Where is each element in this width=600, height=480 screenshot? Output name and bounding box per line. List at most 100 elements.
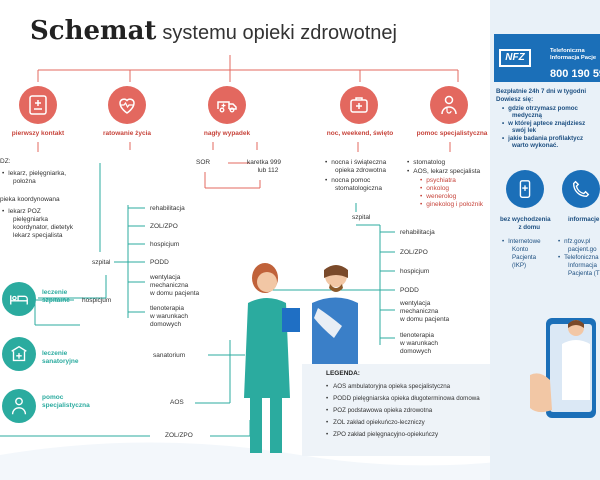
treatment-line: sanatoryjne (42, 358, 79, 365)
vent-line: w domu pacjenta (150, 290, 200, 297)
specialist-icon (2, 389, 36, 423)
treatment-label-sanatorium: leczenie sanatoryjne (42, 350, 79, 366)
info-item: Pacjenta (T (568, 270, 600, 277)
specialist-sub: psychiatra (420, 177, 456, 185)
hospital-left-item: rehabilitacja (150, 205, 185, 212)
nfz-service-line: Informacja Pacje (550, 55, 597, 61)
phone-medical-icon (506, 170, 544, 208)
oxygen-line: w warunkach (150, 313, 188, 320)
home-item: Pacjenta (512, 254, 537, 261)
channel-label-home: bez wychodzenia z domu (500, 216, 551, 231)
flow-aos: AOS (170, 399, 184, 406)
category-label-rescue: ratowanie życia (102, 130, 152, 137)
nights-item: nocna i świąteczna (325, 159, 386, 167)
coord-item: pielęgniarka (13, 216, 49, 223)
vent-line: w domu pacjenta (400, 316, 450, 323)
treatment-line: szpitalne (42, 297, 70, 304)
nfz-bullet: gdzie otrzymasz pomoc (502, 105, 578, 113)
vent-line: mechaniczna (400, 308, 439, 315)
oxygen-line: domowych (150, 321, 182, 328)
hospital-right-item: rehabilitacja (400, 229, 435, 236)
legend-item: AOS ambulatoryjna opieka specjalistyczna (326, 383, 450, 390)
hospital-right-oxygen: tlenoterapia w warunkach domowych (400, 332, 438, 356)
flow-zol: ZOL/ZPO (165, 432, 193, 439)
legend-item: PODD pielęgniarska opieka długoterminowa… (326, 395, 480, 402)
specialist-item: AOS, lekarz specjalista (407, 168, 480, 176)
phone-call-icon (562, 170, 600, 208)
hospital-left-label: szpital (92, 259, 111, 266)
nfz-service: Telefoniczna Informacja Pacje (550, 48, 596, 62)
nfz-logo: NFZ (499, 49, 531, 67)
hospital-left-item: hospicjum (150, 241, 180, 248)
medical-card-icon (19, 86, 57, 124)
nfz-service-line: Telefoniczna (550, 48, 585, 54)
specialist-sub: wenerolog (420, 193, 456, 201)
legend-title: LEGENDA: (326, 370, 360, 377)
hospital-left-oxygen: tlenoterapia w warunkach domowych (150, 305, 188, 329)
hospital-left-item: PODD (150, 259, 169, 266)
legend-item: ZPO zakład pielęgnacyjno-opiekuńczy (326, 431, 438, 438)
home-item: (IKP) (512, 262, 527, 269)
nfz-phone-number[interactable]: 800 190 59 (550, 68, 600, 80)
nfz-hours: Bezpłatnie 24h 7 dni w tygodni (496, 88, 587, 95)
treatment-line: leczenie (42, 350, 68, 357)
treatment-line: pomoc (42, 394, 64, 401)
specialist-sub: onkolog (420, 185, 449, 193)
vent-line: wentylacja (150, 274, 181, 281)
coordinated-care: pieka koordynowana (0, 196, 60, 203)
ambulance-text: karetka 999 lub 112 (247, 159, 281, 175)
legend-item: ZOL zakład opiekuńczo-leczniczy (326, 419, 425, 426)
nfz-bullet: warto wykonać. (512, 142, 559, 149)
specialist-item: stomatolog (407, 159, 445, 167)
primary-head: DZ: (0, 158, 11, 165)
heart-pulse-icon (108, 86, 146, 124)
primary-item: lekarz, pielęgniarka, (2, 170, 66, 178)
home-item: Internetowe (502, 238, 540, 246)
coord-item: koordynator, dietetyk (13, 224, 73, 231)
specialist-sub: ginekolog i położnik (420, 201, 483, 209)
channel-line: z domu (518, 223, 541, 231)
nfz-bullet: swój lek (512, 127, 537, 134)
category-label-primary: pierwszy kontakt (11, 130, 65, 137)
flow-hospice: hospicjum (82, 297, 112, 304)
category-label-nights: noc, weekend, święto (326, 130, 394, 137)
info-item[interactable]: nfz.gov.pl (558, 238, 590, 246)
coord-item: lekarz specjalista (13, 232, 63, 239)
coord-item: lekarz POZ (2, 208, 41, 216)
oxygen-line: tlenoterapia (400, 332, 434, 339)
ambulance-line: lub 112 (257, 167, 279, 174)
channel-line: bez wychodzenia (500, 216, 551, 223)
vent-line: wentylacja (400, 300, 431, 307)
treatment-line: specjalistyczna (42, 402, 90, 409)
channel-label-info: informacje (568, 216, 600, 223)
nights-item: opieka zdrowotna (335, 167, 386, 174)
oxygen-line: tlenoterapia (150, 305, 184, 312)
sanatorium-icon (2, 337, 36, 371)
info-item: Telefoniczna (558, 254, 598, 262)
nfz-bullet: w której aptece znajdziesz (502, 120, 585, 128)
treatment-line: leczenie (42, 289, 68, 296)
title-strong: Schemat (30, 16, 157, 46)
ambulance-line: karetka 999 (247, 159, 281, 166)
legend-item: POZ podstawowa opieka zdrowotna (326, 407, 432, 414)
treatment-label-hospital: leczenie szpitalne (42, 289, 70, 305)
category-label-specialist: pomoc specjalistyczna (416, 130, 488, 137)
oxygen-line: w warunkach (400, 340, 438, 347)
category-label-emergency: nagły wypadek (203, 130, 251, 137)
hospital-left-vent: wentylacja mechaniczna w domu pacjenta (150, 274, 199, 298)
flow-sanatorium: sanatorium (153, 352, 186, 359)
nfz-bullet: medyczną (512, 112, 542, 119)
hospital-left-item: ZOL/ZPO (150, 223, 178, 230)
treatment-label-specialist: pomoc specjalistyczna (42, 394, 90, 410)
phone-doctor-illustration (530, 318, 596, 418)
info-item: Informacja (568, 262, 597, 269)
hospital-right-item: PODD (400, 287, 419, 294)
hospital-right-label: szpital (352, 214, 371, 221)
nfz-banner (494, 34, 600, 82)
hospital-right-item: ZOL/ZPO (400, 249, 428, 256)
sor-label: SOR (196, 159, 211, 166)
doctor-icon (430, 86, 468, 124)
info-item[interactable]: pacjent.go (568, 246, 597, 253)
